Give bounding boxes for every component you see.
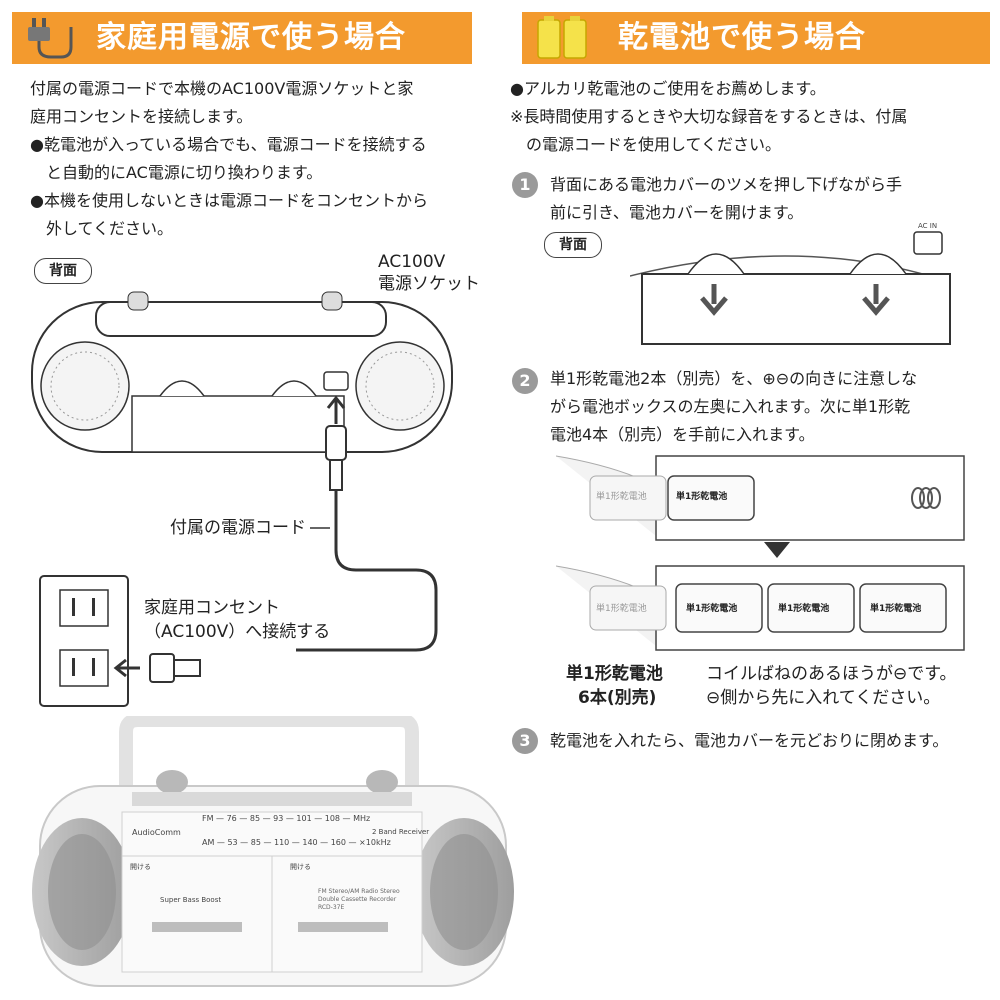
step-1-line-2: 前に引き、電池カバーを開けます。 xyxy=(550,203,804,222)
left-section-title: 家庭用電源で使う場合 xyxy=(96,20,406,55)
left-intro-line-2: 庭用コンセントを接続します。 xyxy=(30,107,253,126)
battery-count-line-2: 6本(別売) xyxy=(578,688,657,708)
right-back-tag: 背面 xyxy=(544,232,602,258)
left-bullet-1-line-1: ●乾電池が入っている場合でも、電源コードを接続する xyxy=(30,135,427,154)
socket-label-line-1: AC100V xyxy=(378,252,446,272)
outlet-label-line-2: （AC100V）へ接続する xyxy=(144,622,331,642)
step-2-line-1: 単1形乾電池2本（別売）を、⊕⊖の向きに注意しな xyxy=(550,369,918,388)
right-note-1: ●アルカリ乾電池のご使用をお薦めします。 xyxy=(510,79,826,98)
ac-in-label: AC IN xyxy=(918,222,938,230)
left-back-tag: 背面 xyxy=(34,258,92,284)
battery-label-rear-faded: 単1形乾電池 xyxy=(596,492,647,502)
battery-label-front-faded: 単1形乾電池 xyxy=(596,604,647,614)
battery-box-front-diagram xyxy=(556,565,965,651)
fm-scale: FM — 76 — 85 — 93 — 101 — 108 — MHz xyxy=(202,814,371,823)
down-arrow-icon xyxy=(764,542,790,558)
eject-label-left: 開ける xyxy=(130,863,151,871)
battery-count-line-1: 単1形乾電池 xyxy=(566,664,663,684)
socket-label-line-2: 電源ソケット xyxy=(378,274,480,294)
bass-label: Super Bass Boost xyxy=(160,896,222,904)
left-bullet-2-line-1: ●本機を使用しないときは電源コードをコンセントから xyxy=(30,191,428,210)
coil-note-line-2: ⊖側から先に入れてください。 xyxy=(706,688,941,708)
battery-cover-diagram xyxy=(630,231,951,345)
outlet-label-line-1: 家庭用コンセント xyxy=(144,598,280,618)
right-note-2: ※長時間使用するときや大切な録音をするときは、付属 xyxy=(510,107,908,126)
left-bullet-2-line-2: 外してください。 xyxy=(30,219,174,238)
cord-label: 付属の電源コード xyxy=(170,518,306,538)
battery-label-front-1: 単1形乾電池 xyxy=(686,604,738,614)
right-section-banner: 乾電池で使う場合 xyxy=(522,12,990,64)
step-3-line-1: 乾電池を入れたら、電池カバーを元どおりに閉めます。 xyxy=(550,731,949,750)
battery-label-rear: 単1形乾電池 xyxy=(676,492,728,502)
eject-label-right: 開ける xyxy=(290,863,311,871)
step-2-line-2: がら電池ボックスの左奥に入れます。次に単1形乾 xyxy=(550,397,911,416)
right-note-3: の電源コードを使用してください。 xyxy=(510,135,782,154)
device-back-diagram xyxy=(31,291,453,707)
device-band-label: 2 Band Receiver xyxy=(372,828,430,836)
battery-label-front-2: 単1形乾電池 xyxy=(778,604,830,614)
power-plug-icon xyxy=(28,18,73,59)
battery-icon xyxy=(537,16,587,59)
battery-box-rear-diagram xyxy=(556,455,965,541)
coil-note-line-1: コイルばねのあるほうが⊖です。 xyxy=(706,664,957,684)
right-section-title: 乾電池で使う場合 xyxy=(618,20,866,55)
step-3-number: 3 xyxy=(512,728,538,754)
step-1-number: 1 xyxy=(512,172,538,198)
left-bullet-1-line-2: と自動的にAC電源に切り換わります。 xyxy=(30,163,323,182)
am-scale: AM — 53 — 85 — 110 — 140 — 160 — ×10kHz xyxy=(202,838,391,847)
step-1-line-1: 背面にある電池カバーのツメを押し下げながら手 xyxy=(550,175,903,194)
step-2-line-3: 電池4本（別売）を手前に入れます。 xyxy=(550,425,815,444)
step-2-number: 2 xyxy=(512,368,538,394)
model-text: FM Stereo/AM Radio Stereo Double Cassett… xyxy=(318,888,400,911)
left-section-banner: 家庭用電源で使う場合 xyxy=(12,12,472,64)
device-brand: AudioComm xyxy=(132,828,181,837)
left-intro-line-1: 付属の電源コードで本機のAC100V電源ソケットと家 xyxy=(30,79,414,98)
battery-label-front-3: 単1形乾電池 xyxy=(870,604,922,614)
device-front-illustration xyxy=(32,716,514,987)
